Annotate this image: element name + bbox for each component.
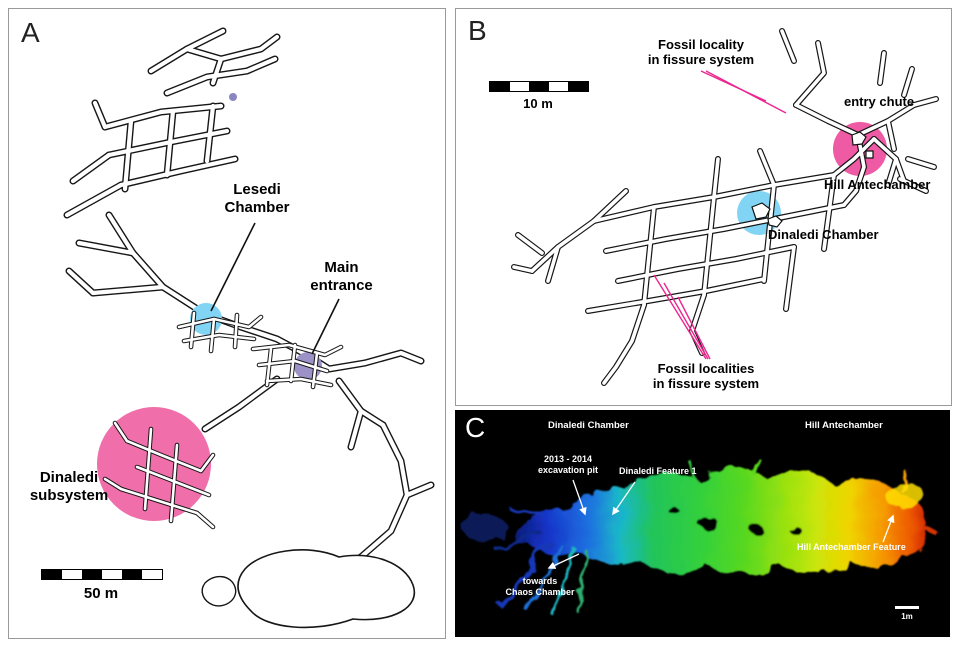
hill-antechamber-label: Hill Antechamber	[824, 177, 931, 192]
scale-bar-10m	[489, 81, 589, 92]
panel-a-rising-star-map: A Lesedi Chamber Main entrance Dinaledi …	[8, 8, 446, 639]
entry-chute-outline	[851, 131, 867, 146]
panel-a-cave-survey-drawing	[9, 9, 445, 629]
dinaledi-subsystem-label: Dinaledi subsystem	[29, 469, 109, 504]
dinaledi-chamber-label: Dinaledi Chamber	[768, 227, 879, 242]
dinaledi-feature-label: Dinaledi Feature 1	[619, 466, 697, 476]
lesedi-chamber-label: Lesedi Chamber	[224, 181, 290, 216]
panel-b-cave-survey-drawing	[456, 9, 951, 405]
panel-a-letter: A	[21, 17, 40, 48]
survey-station-dot	[229, 93, 237, 101]
scale-label-10m: 10 m	[523, 96, 553, 111]
laser-scan-render	[463, 459, 943, 615]
panel-b-letter: B	[468, 15, 487, 46]
bottom-chamber-outline	[237, 549, 416, 629]
lesedi-leader-line	[210, 222, 256, 312]
dinaledi-chamber-outline-2	[767, 215, 783, 228]
fossil-leader-lines	[653, 70, 787, 360]
entry-chute-label: entry chute	[844, 94, 915, 109]
scale-label-1m: 1m	[901, 612, 913, 621]
panel-b-dinaledi-subsystem-map: B Fossil locality in fissure system entr…	[455, 8, 952, 406]
panel-c-laser-scan: C Dinaledi Chamber Hill Antechamber 2013…	[455, 410, 950, 637]
fossil-localities-bottom-label: Fossil localities in fissure system	[652, 361, 760, 392]
main-entrance-label: Main entrance	[310, 259, 373, 294]
point-cloud-blob	[463, 459, 943, 615]
scale-label-50m: 50 m	[83, 585, 119, 602]
scale-bar-50m	[41, 569, 163, 580]
dinaledi-chamber-label: Dinaledi Chamber	[548, 420, 629, 431]
hill-antechamber-feature-label: Hill Antechamber Feature	[797, 542, 906, 552]
scale-bar-1m	[895, 606, 919, 609]
small-chamber-outline	[201, 576, 237, 607]
fossil-locality-top-label: Fossil locality in fissure system	[647, 37, 755, 68]
entrance-leader-line	[311, 298, 340, 355]
entry-chute-outline-2	[865, 150, 874, 159]
towards-chaos-chamber-label: towards Chaos Chamber	[505, 576, 575, 597]
annotation-arrows	[547, 479, 895, 569]
excavation-pit-label: 2013 - 2014 excavation pit	[537, 454, 599, 475]
panel-c-letter: C	[465, 412, 486, 443]
dinaledi-chamber-outline	[751, 202, 771, 220]
hill-antechamber-label: Hill Antechamber	[805, 420, 883, 431]
